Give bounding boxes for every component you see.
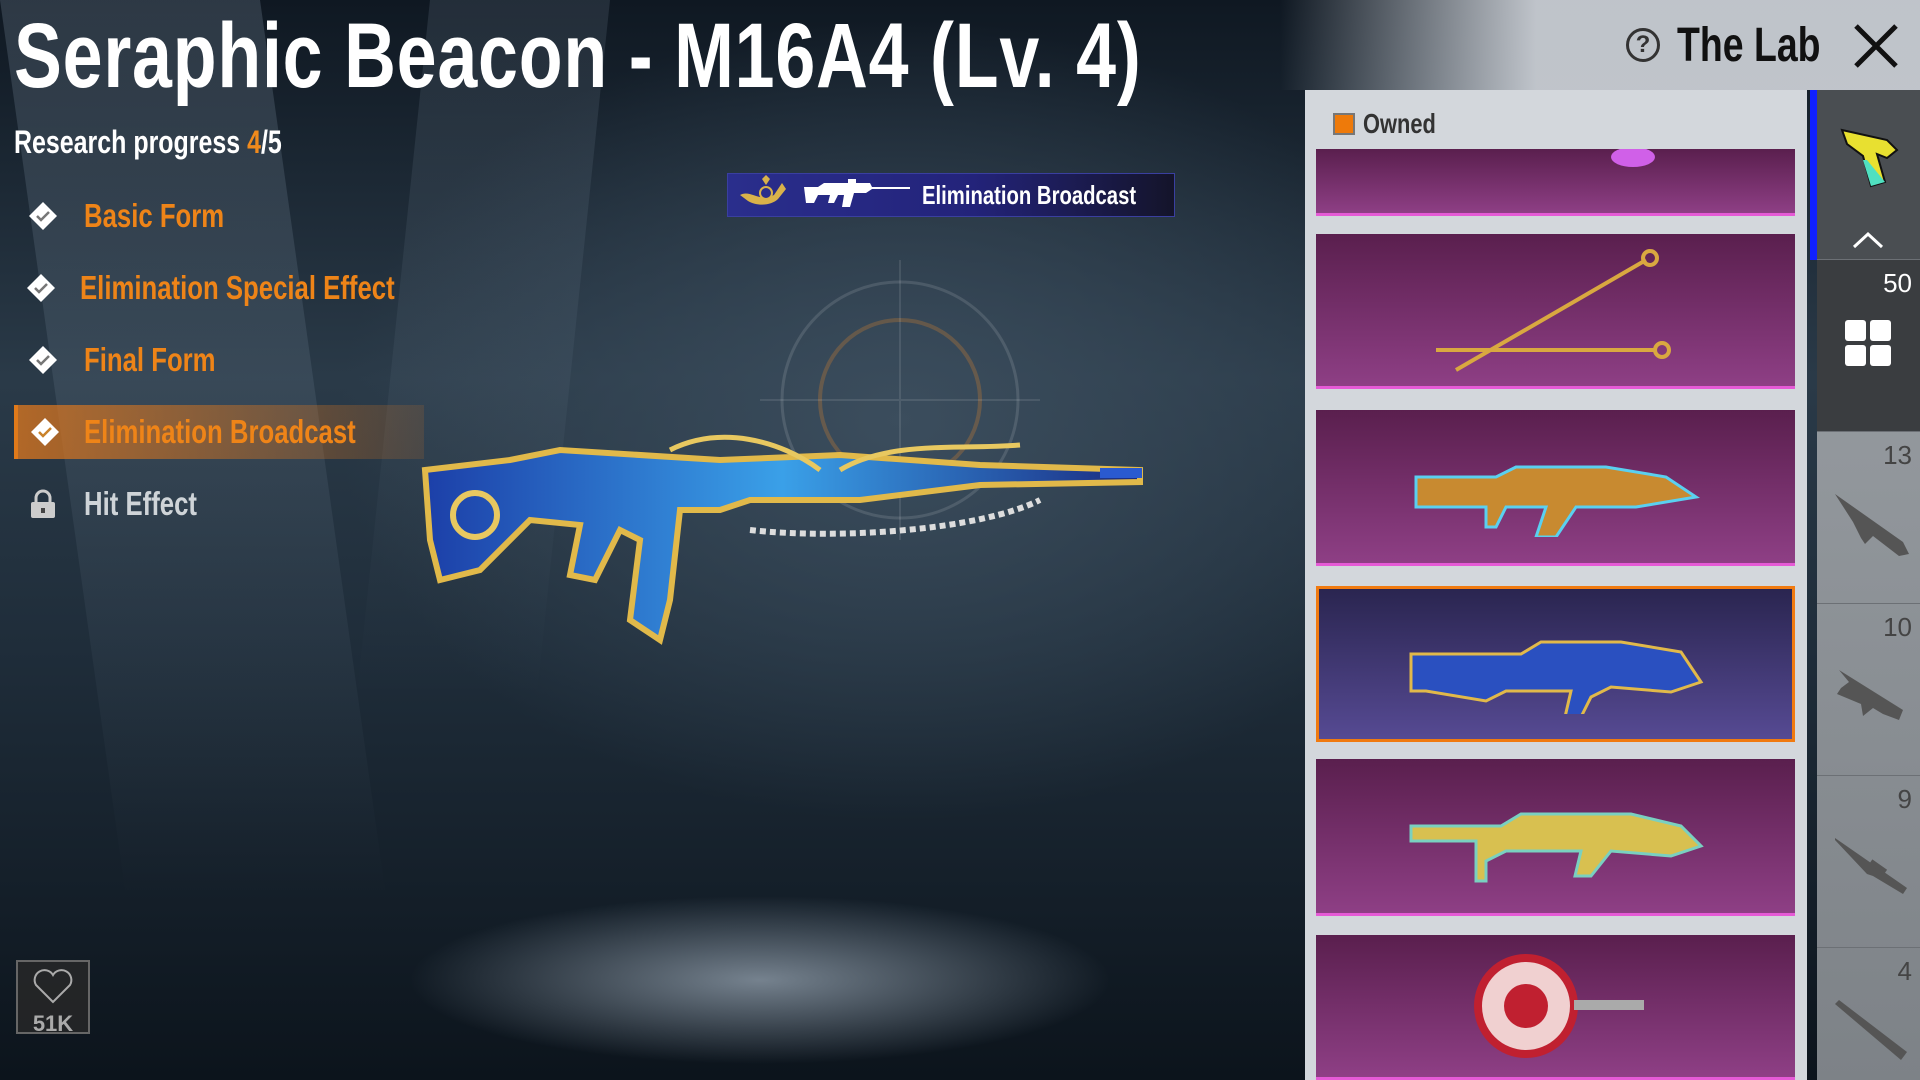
stage-label: Final Form [84,341,216,378]
check-diamond-icon [26,199,60,233]
category-pistol[interactable] [1817,90,1920,260]
category-count: 4 [1897,956,1912,986]
category-sniper-rifle[interactable]: 9 [1817,776,1920,948]
owned-label: Owned [1363,108,1436,139]
checkbox-checked[interactable] [1333,113,1355,135]
stage-label: Hit Effect [84,485,197,522]
pistol-icon [1840,128,1899,188]
category-assault-rifle[interactable]: 13 [1817,432,1920,604]
stage-label: Elimination Special Effect [80,269,395,306]
like-count: 51K [32,1011,74,1036]
check-diamond-icon [26,271,56,305]
sniper-rifle-icon [1835,838,1907,894]
skin-card[interactable] [1316,149,1795,216]
the-lab-title: The Lab [1677,19,1821,72]
stage-hit-effect[interactable]: Hit Effect [14,477,424,531]
skin-card[interactable] [1316,935,1795,1080]
weapon-model-m16a4-seraphic-beacon [421,434,1143,645]
lock-icon [26,487,60,521]
category-count: 50 [1883,268,1912,298]
skin-thumbnail [1409,640,1703,714]
check-diamond-icon [30,415,60,449]
stage-elimination-special-effect[interactable]: Elimination Special Effect [14,261,424,315]
grid-icon [1845,320,1891,366]
category-shotgun[interactable]: 4 [1817,948,1920,1080]
chevron-up-icon[interactable] [1851,230,1885,250]
owned-filter-checkbox[interactable]: Owned [1333,108,1456,140]
category-sidebar[interactable]: 50 13 10 9 4 [1817,90,1920,1080]
skin-thumbnail [1414,465,1700,537]
page-title: Seraphic Beacon - M16A4 (Lv. 4) [14,5,1142,107]
stage-basic-form[interactable]: Basic Form [14,189,424,243]
banner-text: Elimination Broadcast [922,179,1137,210]
check-diamond-icon [26,343,60,377]
skin-thumbnail [1473,954,1644,1058]
skin-card[interactable] [1316,759,1795,916]
category-smg[interactable]: 10 [1817,604,1920,776]
category-count: 9 [1897,784,1912,814]
category-count: 10 [1883,612,1912,642]
skin-thumbnail [1435,249,1671,372]
help-icon[interactable]: ? [1626,28,1660,62]
stage-elimination-broadcast[interactable]: Elimination Broadcast [14,405,424,459]
smg-icon [1837,670,1903,720]
research-progress: Research progress 4/5 [14,124,282,160]
stage-label: Elimination Broadcast [84,413,356,450]
skin-card[interactable] [1316,410,1795,566]
skin-card-selected[interactable] [1316,586,1795,742]
stage-final-form[interactable]: Final Form [14,333,424,387]
close-button[interactable] [1848,18,1904,74]
m16a4-silhouette-icon [802,175,912,216]
heart-icon [33,969,73,1004]
skin-thumbnail [1409,812,1704,883]
scrollbar[interactable] [1810,90,1817,260]
like-button[interactable]: 51K [16,960,90,1036]
category-all[interactable]: 50 [1817,260,1920,432]
skin-thumbnail [1611,149,1656,167]
elimination-broadcast-preview: Elimination Broadcast [727,173,1175,217]
lamp-emblem-icon [736,174,792,216]
assault-rifle-icon [1835,494,1909,556]
stage-label: Basic Form [84,197,225,234]
shotgun-icon [1835,1000,1907,1060]
close-icon [1854,24,1898,68]
skin-list-panel[interactable]: Owned [1305,90,1807,1080]
header-right-backdrop [1280,0,1920,90]
skin-card[interactable] [1316,234,1795,389]
category-count: 13 [1883,440,1912,470]
